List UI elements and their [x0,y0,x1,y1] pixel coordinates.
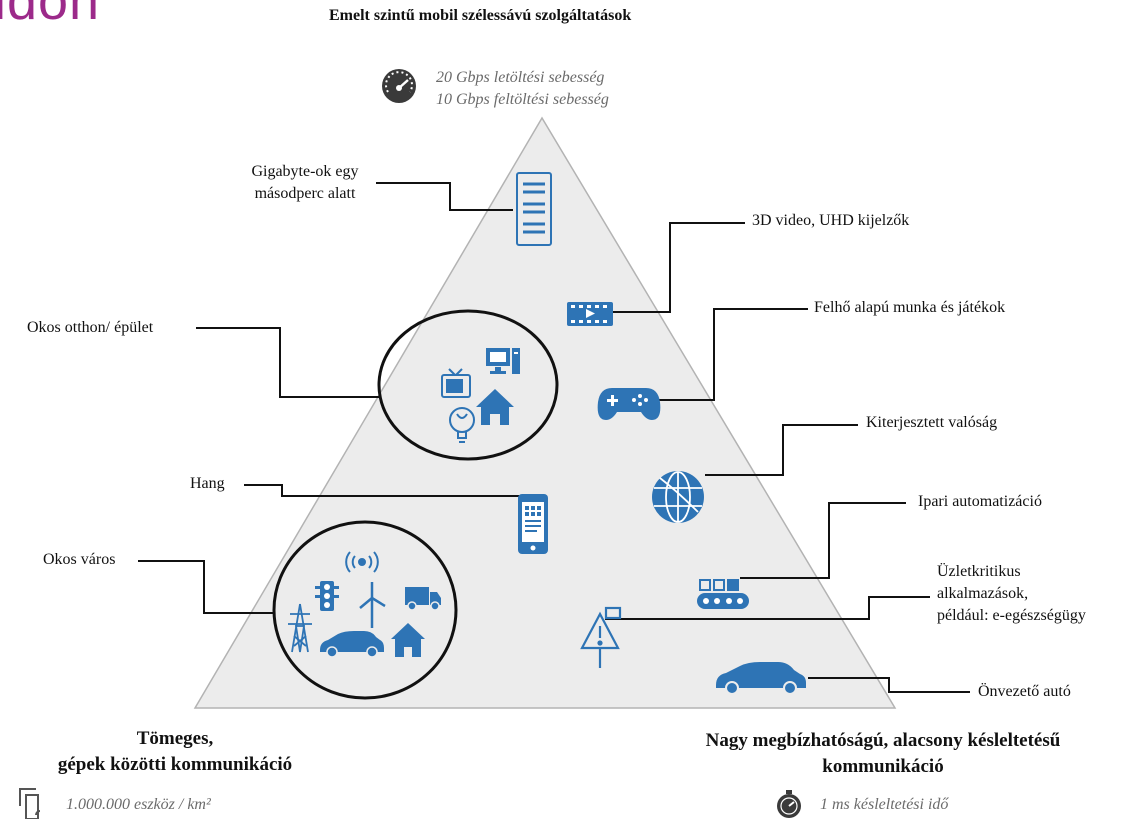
bottom-left-title-line1: Tömeges, [136,728,214,749]
bottom-left-title-line2: gépek közötti kommunikáció [57,754,293,775]
traffic-light-icon [315,581,339,611]
bottom-right-title-line2: kommunikáció [822,756,944,777]
leader-smart-home [196,327,381,398]
bottom-right-title: Nagy megbízhatóságú, alacsony késlelteté… [668,728,1098,780]
speed-upload-text: 10 Gbps feltöltési sebesség [436,91,609,108]
computer-icon [486,348,520,374]
label-critical-line2: alkalmazások, [937,585,1029,602]
home-icon [476,389,514,425]
smartphone-icon [518,494,548,554]
label-cloud-work: Felhő alapú munka és játékok [814,299,1006,316]
label-ar: Kiterjesztett valóság [866,414,998,431]
globe-icon [652,471,704,523]
gamepad-icon [597,388,661,420]
city-car-icon [320,631,384,658]
triangle [193,116,897,709]
speed-download-text: 20 Gbps letöltési sebesség [436,69,605,86]
leader-3d-video [608,222,745,313]
top-title: Emelt szintű mobil szélessávú szolgáltat… [329,7,632,24]
brand-logo-fragment: idon [0,0,101,31]
leader-cloud [656,308,808,401]
smart-home-circle [377,309,559,461]
tv-icon [441,368,471,398]
leader-gigabyte [376,182,513,211]
speedometer-icon [382,69,416,103]
city-home-icon [391,623,425,657]
leader-ar [705,424,858,476]
label-voice: Hang [190,475,225,492]
bottom-right-title-line1: Nagy megbízhatóságú, alacsony késlelteté… [705,730,1061,751]
bottom-left-title: Tömeges, gépek közötti kommunikáció [10,726,340,778]
label-critical-line3: például: e-egészségügy [937,607,1086,624]
label-critical-line1: Üzletkritikus [937,563,1021,580]
lightbulb-icon [449,407,475,443]
label-smart-home: Okos otthon/ épület [27,319,154,336]
smart-city-circle [272,520,458,700]
car-icon [716,662,806,695]
leader-voice [244,484,520,497]
bottom-right-metric: 1 ms késleltetési idő [820,796,949,813]
label-smart-city: Okos város [43,551,116,568]
leader-selfdriving [808,677,970,693]
warning-sign-icon [580,606,622,668]
film-icon [567,302,613,326]
label-gigabyte: Gigabyte-ok egy másodperc alatt [240,161,370,205]
leader-critical [605,596,930,620]
leader-industrial [740,502,906,579]
bottom-left-metric: 1.000.000 eszköz / km² [66,796,211,813]
power-pylon-icon [288,603,312,653]
label-selfdriving: Önvezető autó [978,683,1071,700]
conveyor-icon [697,579,749,609]
label-3d-video: 3D video, UHD kijelzők [752,212,910,229]
label-critical: Üzletkritikus alkalmazások, például: e-e… [937,561,1086,627]
label-gigabyte-line1: Gigabyte-ok egy [251,163,359,180]
stopwatch-icon [777,790,801,818]
leader-smart-city [138,560,275,614]
wind-turbine-icon [359,582,386,628]
label-industrial: Ipari automatizáció [918,493,1042,510]
wireless-signal-icon [345,551,379,573]
label-gigabyte-line2: másodperc alatt [254,185,356,202]
devices-icon [19,788,41,819]
server-icon [516,172,552,246]
truck-icon [405,587,441,611]
